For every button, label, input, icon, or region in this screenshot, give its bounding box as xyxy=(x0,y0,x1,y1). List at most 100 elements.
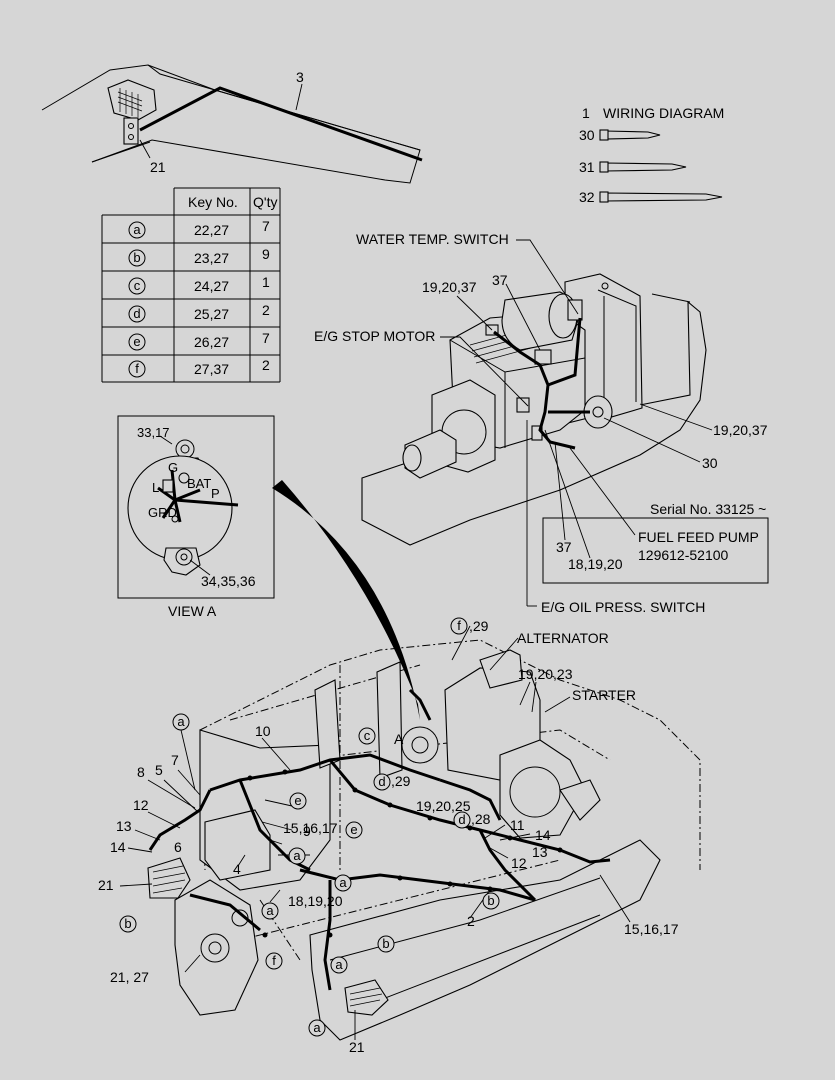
ref-6: 6 xyxy=(174,839,182,855)
table-row-qty: 7 xyxy=(262,330,270,346)
ref-14-right: 14 xyxy=(535,827,551,843)
svg-text:c: c xyxy=(364,728,371,743)
cable-tie-30-icon xyxy=(599,129,661,141)
ref-19-20-37-a: 19,20,37 xyxy=(422,279,477,295)
ref-15-16-17-right: 15,16,17 xyxy=(624,921,679,937)
ref-19-20-23: 19,20,23 xyxy=(518,666,573,682)
ref-d-28: ,28 xyxy=(471,811,491,827)
table-row-mark: c xyxy=(134,278,141,293)
label-fuel-pump-part: 129612-52100 xyxy=(638,547,729,563)
table-header-qty: Q'ty xyxy=(253,194,277,210)
legend-no-1: 1 xyxy=(582,105,590,121)
ref-21-left: 21 xyxy=(98,877,114,893)
table-row-qty: 7 xyxy=(262,218,270,234)
table-row-key: 27,37 xyxy=(194,361,229,377)
mark-a: a xyxy=(330,956,348,974)
ref-f-29: ,29 xyxy=(469,618,489,634)
table-row-key: 25,27 xyxy=(194,306,229,322)
ref-13-right: 13 xyxy=(532,844,548,860)
table-row: b 23,27 9 xyxy=(128,246,270,267)
mark-f: f xyxy=(265,952,283,970)
label-eg-stop-motor: E/G STOP MOTOR xyxy=(314,328,435,344)
legend-name-1: WIRING DIAGRAM xyxy=(603,105,724,121)
terminal-bat: BAT xyxy=(187,476,211,491)
boom-work-lamp xyxy=(107,79,157,145)
ref-19-20-25: 19,20,25 xyxy=(416,798,471,814)
ref-19-20-37-b: 19,20,37 xyxy=(713,422,768,438)
table-row-qty: 2 xyxy=(262,357,270,373)
table-row: c 24,27 1 xyxy=(128,274,270,295)
main-machine-view: a a a a a a b b b c d d e e f f ,29 ALTE… xyxy=(98,617,701,1055)
work-lamp-bottom xyxy=(344,979,389,1016)
table-row: a 22,27 7 xyxy=(128,218,270,239)
ref-11: 11 xyxy=(510,817,525,833)
ref-18-19-20-engine: 18,19,20 xyxy=(568,556,623,572)
table-row-mark: a xyxy=(133,222,141,237)
ref-3: 3 xyxy=(296,69,304,85)
mark-d: d xyxy=(373,773,391,791)
boom-detail: 3 21 xyxy=(41,64,423,184)
ref-37-top: 37 xyxy=(492,272,508,288)
boom-harness-3 xyxy=(139,86,423,162)
ref-4: 4 xyxy=(233,861,241,877)
svg-text:f: f xyxy=(272,953,276,968)
mark-b: b xyxy=(377,935,395,953)
ref-21-boom: 21 xyxy=(150,159,166,175)
work-lamp-left xyxy=(147,857,191,899)
svg-text:a: a xyxy=(335,957,343,972)
table-row-key: 23,27 xyxy=(194,250,229,266)
ref-18-19-20-main: 18,19,20 xyxy=(288,893,343,909)
svg-text:f: f xyxy=(457,618,461,633)
legend: 1 WIRING DIAGRAM 30 31 32 xyxy=(579,105,724,205)
label-starter: STARTER xyxy=(572,687,636,703)
ref-d-29: ,29 xyxy=(391,773,411,789)
table-row-key: 24,27 xyxy=(194,278,229,294)
ref-7: 7 xyxy=(171,752,179,768)
svg-text:d: d xyxy=(458,812,465,827)
ref-33-17: 33,17 xyxy=(137,425,170,440)
svg-text:a: a xyxy=(339,875,347,890)
label-water-temp-switch: WATER TEMP. SWITCH xyxy=(356,231,509,247)
mark-c: c xyxy=(358,727,376,745)
terminal-grd: GRD xyxy=(148,505,177,520)
ref-21-27: 21, 27 xyxy=(110,969,149,985)
mark-e: e xyxy=(345,821,363,839)
table-row-mark: d xyxy=(133,306,140,321)
table-row-key: 22,27 xyxy=(194,222,229,238)
ref-12-left: 12 xyxy=(133,797,149,813)
svg-text:a: a xyxy=(177,714,185,729)
ref-37-bottom: 37 xyxy=(556,539,572,555)
svg-text:a: a xyxy=(266,903,274,918)
ref-12-right: 12 xyxy=(511,855,527,871)
ref-13-left: 13 xyxy=(116,818,132,834)
table-row-key: 26,27 xyxy=(194,334,229,350)
table-header-key: Key No. xyxy=(188,194,238,210)
ref-34-35-36: 34,35,36 xyxy=(201,573,256,589)
table-row-mark: b xyxy=(133,250,140,265)
table-row-qty: 2 xyxy=(262,302,270,318)
ref-30-engine: 30 xyxy=(702,455,718,471)
svg-text:b: b xyxy=(382,936,389,951)
view-a-detail: 33,17 G L BAT P GRD 34,35,36 VIEW A xyxy=(117,415,275,619)
ref-21-bottom: 21 xyxy=(349,1039,365,1055)
terminal-p: P xyxy=(211,486,220,501)
label-serial: Serial No. 33125 ~ xyxy=(650,501,766,517)
mark-a: a xyxy=(334,874,352,892)
table-row-mark: f xyxy=(135,361,139,376)
svg-text:d: d xyxy=(378,774,385,789)
svg-text:b: b xyxy=(487,893,494,908)
table-row: f 27,37 2 xyxy=(128,357,270,378)
table-row: d 25,27 2 xyxy=(128,302,270,323)
mark-a: a xyxy=(308,1019,326,1037)
marker-a-letter: A xyxy=(394,731,404,747)
ref-10: 10 xyxy=(255,723,271,739)
table-row-mark: e xyxy=(133,334,140,349)
key-table: Key No. Q'ty a 22,27 7 b 23,27 9 c 24,27… xyxy=(101,187,281,383)
ref-9: 9 xyxy=(303,823,311,839)
svg-text:b: b xyxy=(124,916,131,931)
mark-f: f xyxy=(450,617,468,635)
mark-b: b xyxy=(482,892,500,910)
view-a-title: VIEW A xyxy=(168,603,217,619)
